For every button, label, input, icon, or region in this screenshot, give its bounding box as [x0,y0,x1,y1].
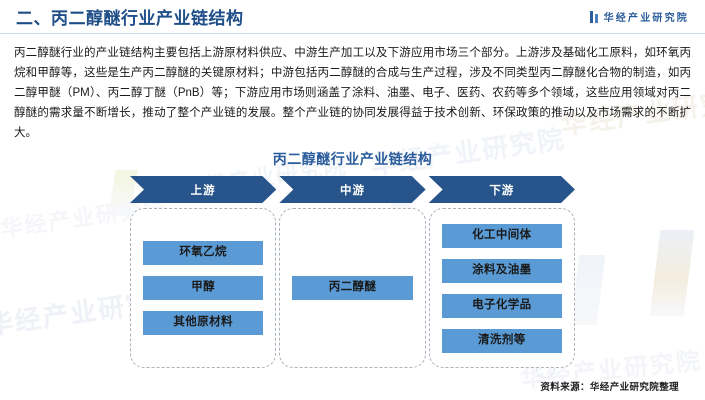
node-item: 清洗剂等 [441,328,562,353]
stage-header-row: 上游 中游 下游 [130,176,575,203]
brand-name: 华经产业研究院 [603,13,689,24]
node-item: 电子化学品 [441,293,562,318]
figure-title: 丙二醇醚行业产业链结构 [272,151,433,167]
value-chain-diagram: 上游 中游 下游 环氧乙烷 甲醇 其他原材料 丙二醇醚 化工中间体 涂料及油墨 … [130,176,575,371]
stage-chevron-upstream: 上游 [130,176,276,203]
intro-paragraph: 丙二醇醚行业的产业链结构主要包括上游原材料供应、中游生产加工以及下游应用市场三个… [14,47,691,139]
stage-body-row: 环氧乙烷 甲醇 其他原材料 丙二醇醚 化工中间体 涂料及油墨 电子化学品 清洗剂… [130,208,575,368]
page-title: 二、丙二醇醚行业产业链结构 [16,9,244,28]
stage-panel-midstream: 丙二醇醚 [279,208,426,368]
stage-chevron-downstream: 下游 [429,176,575,203]
double-bar-logo-icon [590,10,598,23]
node-item: 甲醇 [143,276,264,300]
stage-panel-upstream: 环氧乙烷 甲醇 其他原材料 [130,208,277,368]
node-item: 化工中间体 [441,223,562,248]
stage-chevron-midstream: 中游 [279,176,425,203]
node-item: 丙二醇醚 [292,276,413,300]
source-note: 资料来源：华经产业研究院整理 [540,382,679,393]
page-header: 二、丙二醇醚行业产业链结构 华经产业研究院 [0,0,705,34]
stage-panel-downstream: 化工中间体 涂料及油墨 电子化学品 清洗剂等 [428,208,575,368]
brand-logo: 华经产业研究院 [590,9,689,24]
node-item: 其他原材料 [143,311,264,335]
node-item: 环氧乙烷 [143,241,264,265]
node-item: 涂料及油墨 [441,258,562,283]
value-chain-figure: 丙二醇醚行业产业链结构 上游 中游 下游 环氧乙烷 甲醇 其他原材料 丙二醇醚 … [0,149,705,371]
